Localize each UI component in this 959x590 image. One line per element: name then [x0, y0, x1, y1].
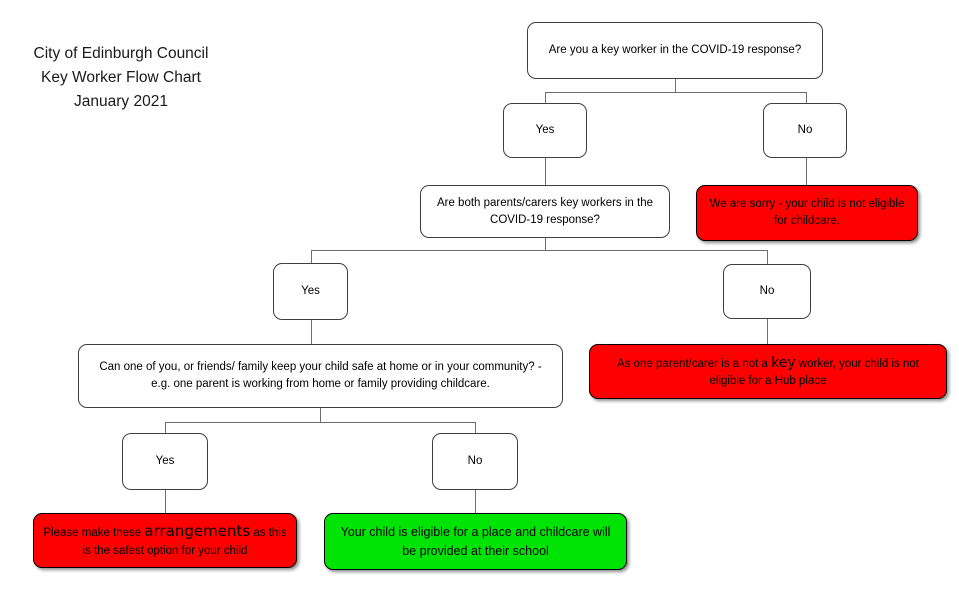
- connector-line: [311, 250, 312, 264]
- branch2-no-box: No: [723, 264, 811, 319]
- connector-line: [806, 92, 807, 104]
- connector-line: [320, 408, 321, 422]
- outcome-no-hub-place-text: As one parent/carer is a not a key worke…: [598, 353, 938, 390]
- arrange-text-pre: Please make these: [43, 527, 145, 540]
- connector-line: [165, 422, 476, 423]
- title-line-2: Key Worker Flow Chart: [41, 69, 201, 87]
- connector-line: [545, 92, 546, 104]
- connector-line: [767, 250, 768, 264]
- question-keep-child-safe-box: Can one of you, or friends/ family keep …: [78, 344, 563, 408]
- connector-line: [165, 422, 166, 433]
- connector-line: [311, 320, 312, 344]
- connector-line: [311, 250, 768, 251]
- hub-text-pre: As one parent/carer is a not a: [617, 358, 772, 371]
- outcome-make-arrangements-text: Please make these arrangements as this i…: [42, 521, 288, 559]
- outcome-eligible-box: Your child is eligible for a place and c…: [324, 513, 627, 570]
- question-key-worker-box: Are you a key worker in the COVID-19 res…: [527, 22, 823, 79]
- connector-line: [475, 422, 476, 433]
- outcome-no-hub-place-box: As one parent/carer is a not a key worke…: [589, 344, 947, 399]
- title-line-1: City of Edinburgh Council: [33, 45, 209, 62]
- hub-text-post: worker, your child is not eligible for a…: [709, 358, 919, 388]
- branch3-no-box: No: [432, 433, 518, 490]
- branch2-yes-box: Yes: [273, 263, 348, 320]
- question-both-parents-box: Are both parents/carers key workers in t…: [420, 185, 670, 238]
- branch1-no-box: No: [763, 103, 847, 158]
- connector-line: [545, 238, 546, 250]
- connector-line: [545, 158, 546, 185]
- branch3-yes-box: Yes: [122, 433, 208, 490]
- title-line-3: January 2021: [74, 93, 168, 111]
- connector-line: [165, 490, 166, 513]
- connector-line: [767, 319, 768, 344]
- connector-line: [806, 158, 807, 185]
- connector-line: [675, 79, 676, 92]
- branch1-yes-box: Yes: [503, 103, 587, 158]
- outcome-not-eligible-childcare-box: We are sorry - your child is not eligibl…: [696, 185, 918, 241]
- connector-line: [475, 490, 476, 513]
- hub-text-emph: key: [771, 355, 796, 372]
- arrange-text-post: as this is the safest option for your ch…: [82, 527, 287, 558]
- outcome-make-arrangements-box: Please make these arrangements as this i…: [33, 513, 297, 568]
- page-title: City of Edinburgh Council Key Worker Flo…: [4, 42, 238, 114]
- arrange-text-emph: arrangements: [144, 522, 251, 541]
- connector-line: [545, 92, 807, 93]
